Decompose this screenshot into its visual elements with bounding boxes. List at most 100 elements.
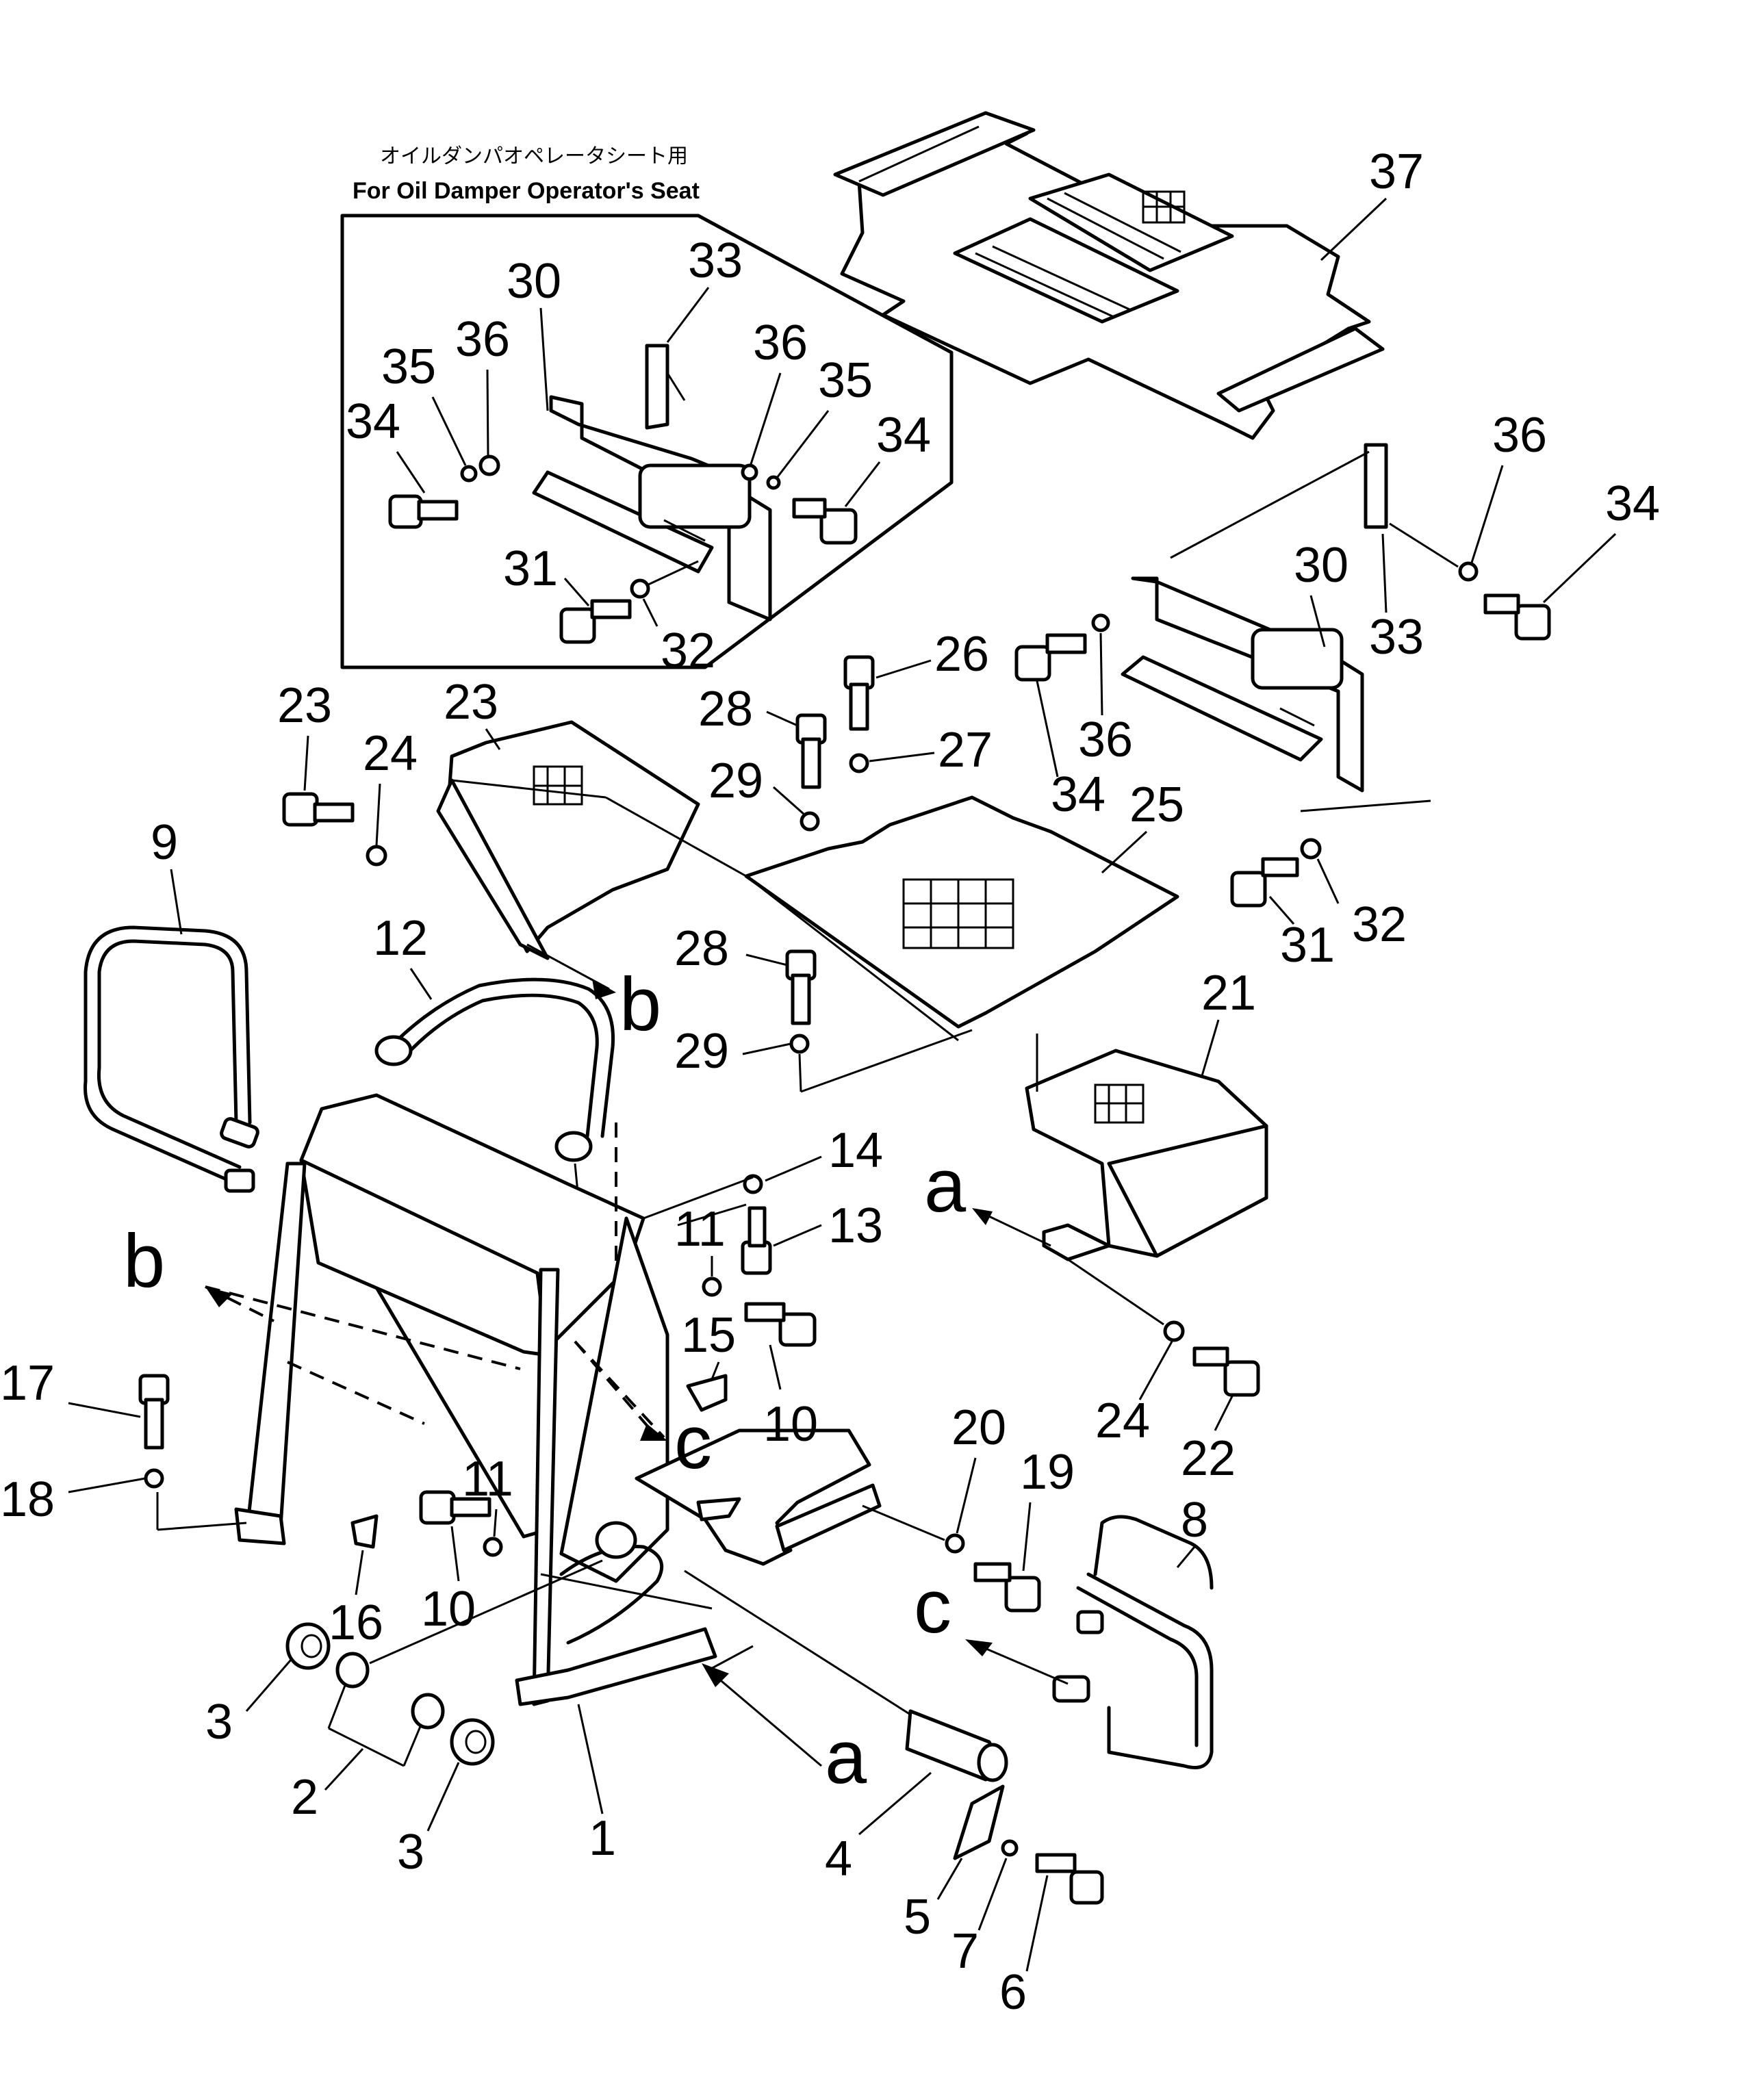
svg-text:1: 1 xyxy=(589,1811,616,1866)
label-12: 12 xyxy=(373,911,433,1000)
bolt-23-left xyxy=(282,792,355,827)
svg-text:32: 32 xyxy=(661,624,715,678)
bolt-34-mid xyxy=(1014,633,1087,682)
label-3-right: 3 xyxy=(397,1762,460,1880)
handrail-9: 9 xyxy=(84,815,259,1193)
svg-text:21: 21 xyxy=(1201,966,1256,1021)
svg-text:36: 36 xyxy=(753,316,808,370)
floor-mat-grid xyxy=(1142,190,1186,224)
svg-text:11: 11 xyxy=(674,1202,726,1257)
svg-text:7: 7 xyxy=(951,1924,979,1979)
ref-a-lower: a xyxy=(702,1645,867,1799)
ref-c-upper: c xyxy=(574,1340,712,1485)
svg-text:35: 35 xyxy=(381,339,436,394)
washer-7 xyxy=(1001,1839,1019,1857)
handrail-8: 8 xyxy=(1052,1493,1214,1769)
label-10-upper: 10 xyxy=(763,1344,818,1452)
inset-label-34-right: 34 xyxy=(844,408,931,507)
svg-text:35: 35 xyxy=(818,353,873,408)
label-6: 6 xyxy=(999,1875,1049,2020)
bushing-3-right xyxy=(450,1718,495,1766)
tube-2 xyxy=(327,1559,603,1767)
svg-text:20: 20 xyxy=(951,1400,1006,1455)
inset-bolt-34-left xyxy=(388,494,459,529)
label-21: 21 xyxy=(1200,966,1256,1079)
svg-text:11: 11 xyxy=(462,1452,513,1506)
label-11-lower: 11 xyxy=(462,1452,513,1537)
label-36-mid: 36 xyxy=(1078,632,1133,767)
inset-label-35-left: 35 xyxy=(381,339,467,466)
svg-text:37: 37 xyxy=(1369,144,1424,199)
svg-text:27: 27 xyxy=(938,723,993,778)
washer-20 xyxy=(945,1533,965,1554)
svg-text:28: 28 xyxy=(698,682,753,736)
label-3-left: 3 xyxy=(205,1659,292,1749)
inset-label-31: 31 xyxy=(503,541,590,606)
label-28-upper: 28 xyxy=(698,682,798,736)
svg-text:36: 36 xyxy=(1078,713,1133,767)
handrail-12: 12 xyxy=(373,911,615,1236)
label-4: 4 xyxy=(825,1771,932,1886)
grommet-16 xyxy=(350,1514,379,1549)
right-damper-assembly: 30 33 36 34 34 36 31 32 xyxy=(1014,408,1660,973)
inset-panel: オイルダンパオペレータシート用 For Oil Damper Operator'… xyxy=(340,144,954,678)
inset-label-36-left: 36 xyxy=(455,312,510,456)
washer-36-mid xyxy=(1091,613,1110,632)
label-32-right: 32 xyxy=(1316,858,1407,952)
stopper-5: 5 7 6 xyxy=(904,1784,1104,2020)
svg-text:22: 22 xyxy=(1181,1431,1236,1486)
label-8: 8 xyxy=(1176,1493,1208,1568)
svg-text:19: 19 xyxy=(1020,1445,1075,1500)
ref-b-left: b xyxy=(123,1219,274,1322)
svg-text:4: 4 xyxy=(825,1832,852,1886)
label-28-lower: 28 xyxy=(674,921,788,976)
svg-text:26: 26 xyxy=(934,627,989,682)
svg-text:28: 28 xyxy=(674,921,729,976)
inset-label-33: 33 xyxy=(666,233,743,343)
svg-text:24: 24 xyxy=(1095,1394,1150,1448)
inset-label-36-right: 36 xyxy=(750,316,808,465)
inset-washer-32 xyxy=(630,578,650,599)
svg-text:c: c xyxy=(914,1565,951,1649)
label-15: 15 xyxy=(681,1308,736,1380)
inset-damper-plate xyxy=(532,395,772,621)
washer-11-lower xyxy=(483,1537,503,1557)
bolt-28-upper xyxy=(795,713,827,789)
svg-text:17: 17 xyxy=(0,1356,55,1411)
label-33: 33 xyxy=(1369,533,1424,665)
svg-text:13: 13 xyxy=(828,1198,883,1253)
floor-mat-ribs xyxy=(953,172,1234,324)
svg-text:23: 23 xyxy=(277,678,332,733)
svg-text:18: 18 xyxy=(0,1472,55,1527)
label-16: 16 xyxy=(329,1550,383,1650)
svg-text:a: a xyxy=(825,1715,867,1799)
svg-text:b: b xyxy=(619,962,661,1047)
label-24-left: 24 xyxy=(363,726,418,846)
label-29-upper: 29 xyxy=(708,754,805,816)
label-18: 18 xyxy=(0,1472,146,1527)
svg-text:33: 33 xyxy=(688,233,743,288)
inset-label-30: 30 xyxy=(507,254,561,411)
label-2: 2 xyxy=(291,1747,364,1825)
svg-text:29: 29 xyxy=(708,754,763,808)
washer-29-upper xyxy=(800,811,820,832)
washer-14 xyxy=(743,1174,763,1194)
bolt-23-right xyxy=(1192,1346,1260,1397)
label-25: 25 xyxy=(1101,778,1184,874)
svg-text:12: 12 xyxy=(373,911,428,966)
washer-32-right xyxy=(1300,838,1322,860)
grommet-15 xyxy=(686,1374,728,1412)
bolt-13 xyxy=(741,1206,772,1275)
label-19: 19 xyxy=(1020,1445,1075,1572)
svg-text:b: b xyxy=(123,1219,165,1303)
bolt-28-lower xyxy=(785,949,817,1025)
svg-text:3: 3 xyxy=(205,1695,233,1749)
label-5: 5 xyxy=(904,1858,963,1945)
svg-text:34: 34 xyxy=(1605,476,1660,531)
label-1: 1 xyxy=(577,1704,616,1866)
label-26: 26 xyxy=(875,627,989,682)
svg-text:9: 9 xyxy=(151,815,178,870)
bolt-6 xyxy=(1035,1853,1104,1905)
bolt-34-right xyxy=(1483,593,1551,641)
